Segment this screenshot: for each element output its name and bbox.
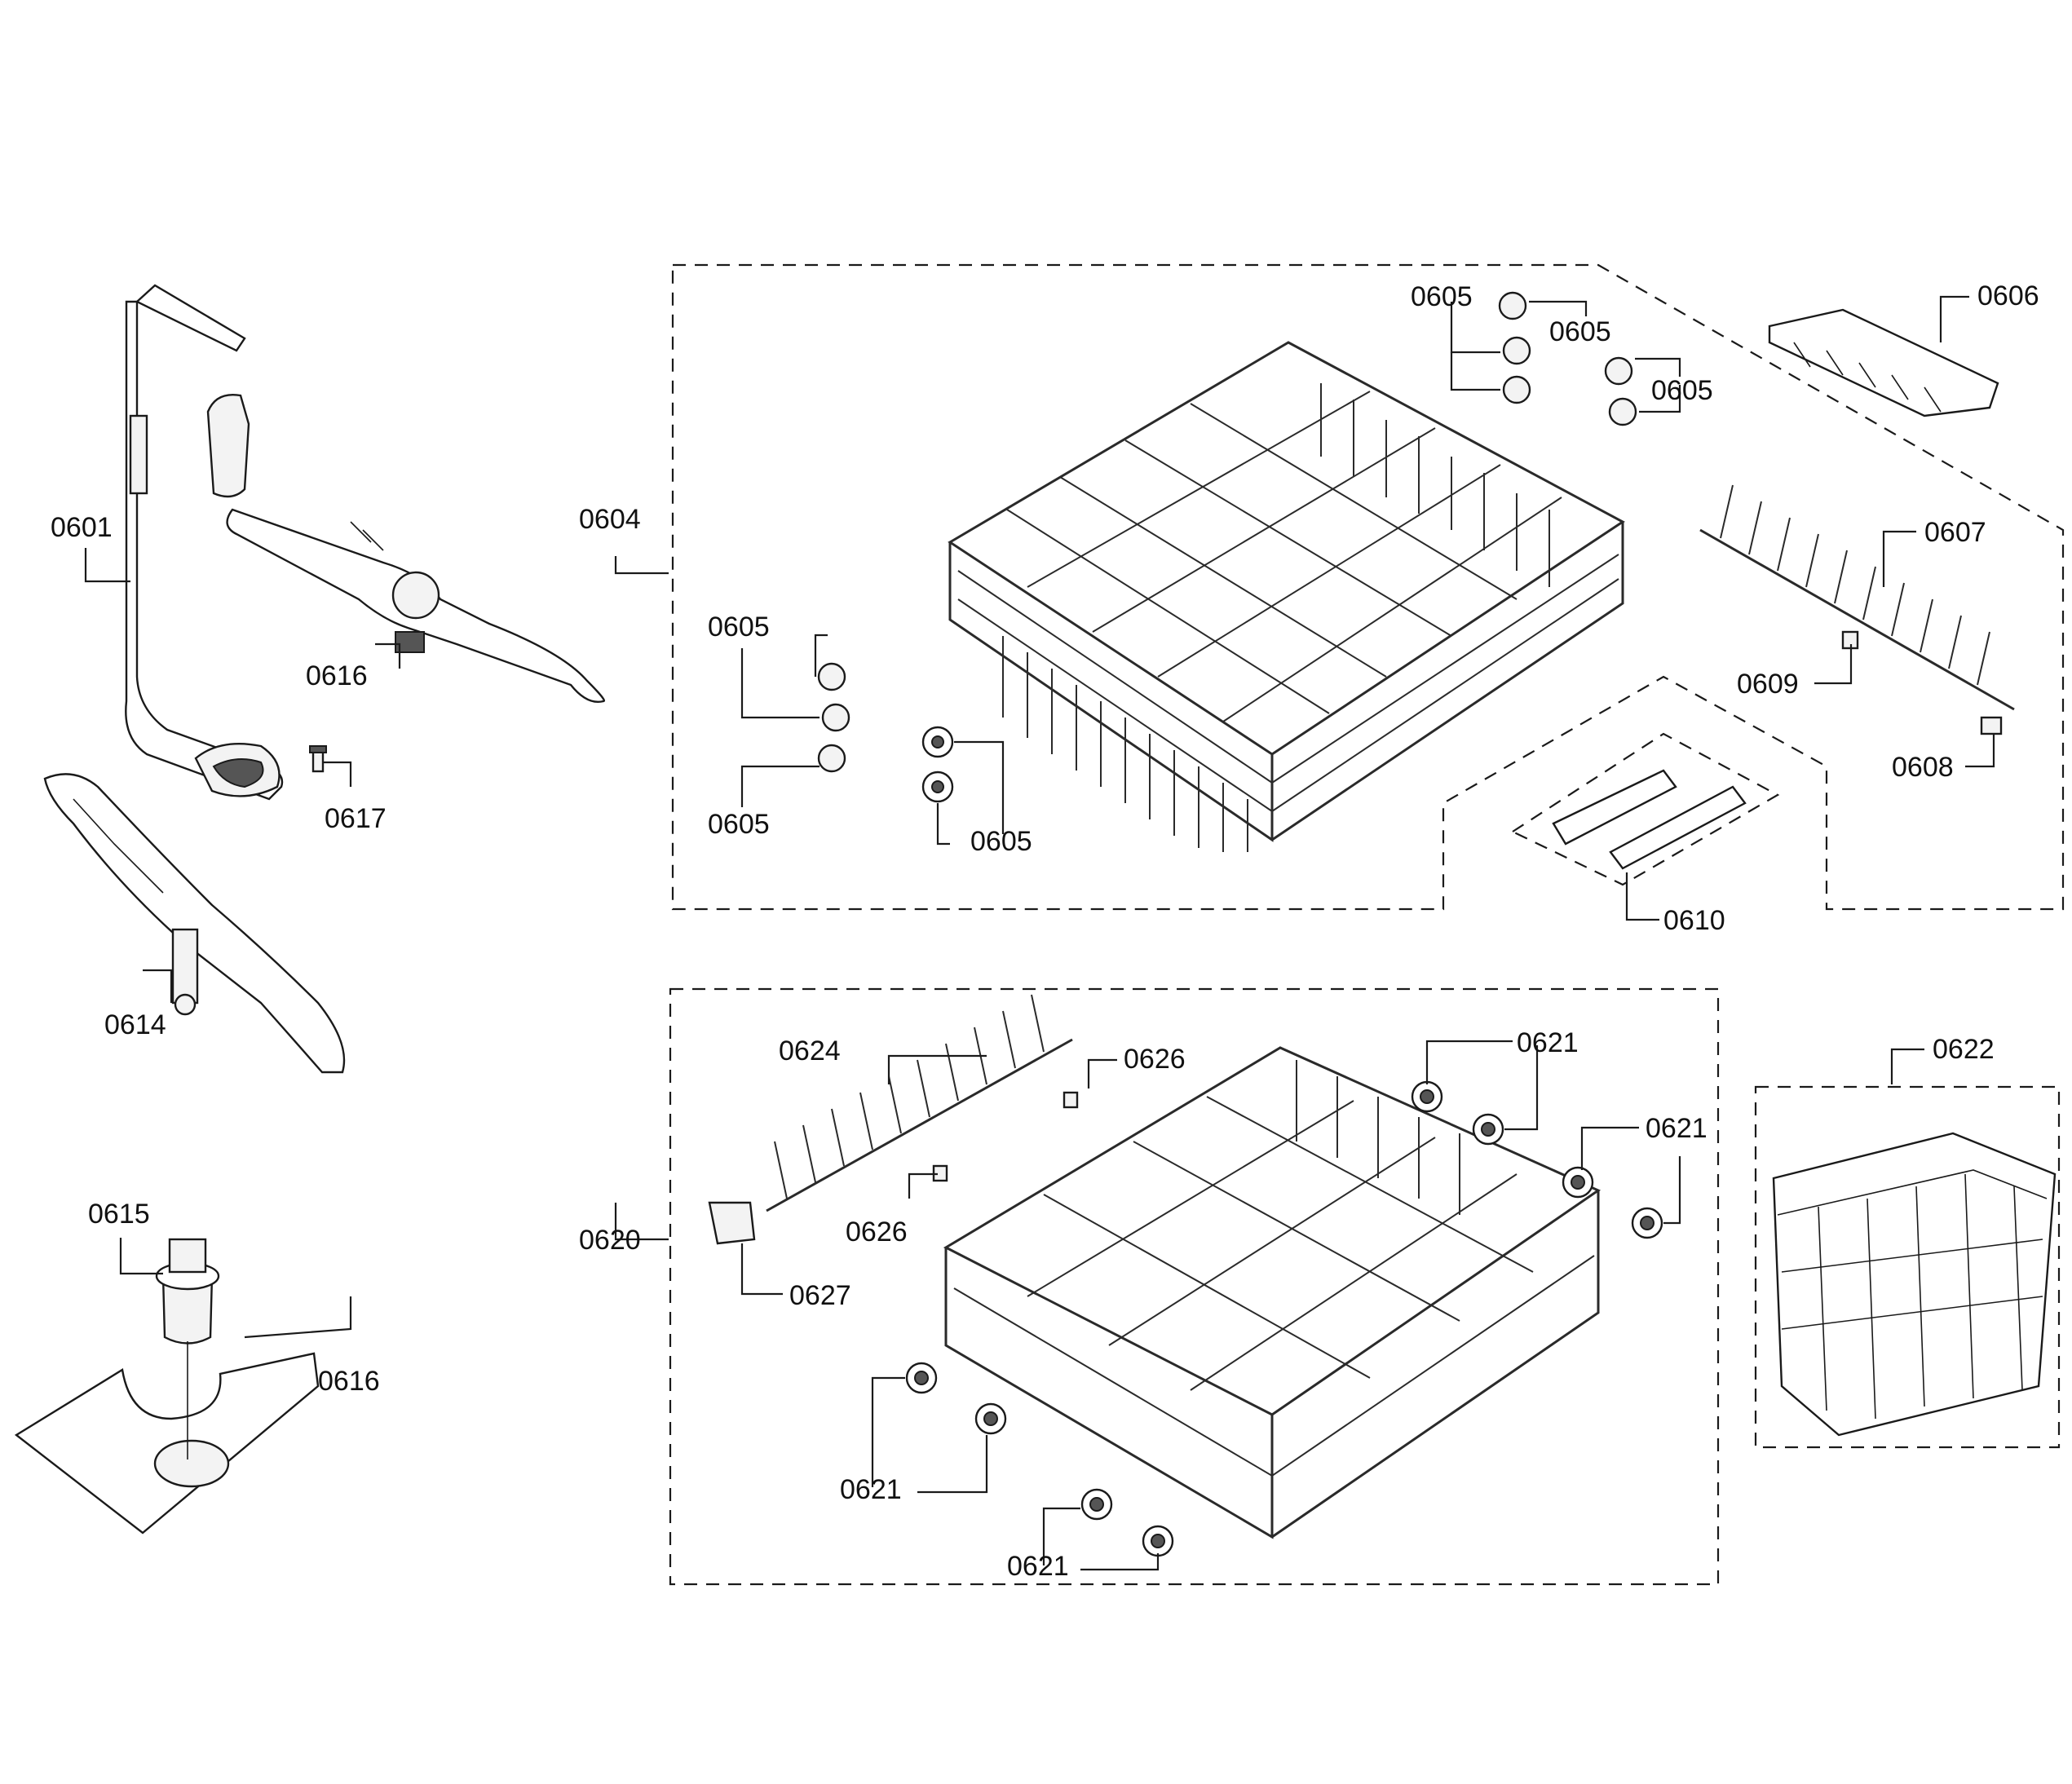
callout-0626-bottom: 0626 (846, 1217, 908, 1247)
callout-0621-bottom-mid: 0621 (1007, 1551, 1069, 1582)
callout-0627: 0627 (789, 1280, 851, 1311)
callout-0621-top-right: 0621 (1646, 1113, 1708, 1144)
leader-lines (84, 295, 1995, 1571)
basket-group-outline (1754, 1085, 2061, 1449)
upper-spray-arm (206, 394, 605, 703)
callout-0621-bottom-left: 0621 (840, 1474, 902, 1505)
callout-0605-left-bottom: 0605 (708, 809, 770, 840)
lower-fold-tines (766, 994, 1073, 1212)
filter-plate (14, 1341, 320, 1535)
lower-rack-wheels (905, 1080, 1663, 1557)
lower-dish-rack (943, 1046, 1601, 1539)
callout-0622: 0622 (1933, 1034, 1995, 1065)
callout-0616-plate: 0616 (318, 1366, 380, 1397)
tine-holder-0627 (708, 1201, 756, 1245)
callout-0608: 0608 (1892, 752, 1954, 783)
callout-0621-top-left: 0621 (1517, 1027, 1579, 1058)
callout-0614: 0614 (104, 1009, 166, 1040)
spray-supply-pipe (125, 284, 284, 801)
callout-0624: 0624 (779, 1036, 841, 1066)
fold-down-tines (1699, 484, 2015, 711)
screw-part (309, 745, 327, 773)
callout-0605-top-mid: 0605 (1549, 316, 1611, 347)
clip-0626-a (1063, 1091, 1079, 1109)
callout-0626-top: 0626 (1124, 1044, 1186, 1075)
callout-0616-spray-arm: 0616 (306, 660, 368, 691)
filter-cylinder (155, 1238, 220, 1345)
callout-0605-left-top: 0605 (708, 612, 770, 643)
callout-0609: 0609 (1737, 669, 1799, 700)
callout-0605-top-left: 0605 (1411, 281, 1473, 312)
callout-0615: 0615 (88, 1199, 150, 1230)
callout-0601: 0601 (51, 512, 113, 543)
callout-0604: 0604 (579, 504, 641, 535)
rack-trim-group-outline (1510, 732, 1780, 886)
callout-0617: 0617 (325, 803, 387, 834)
callout-0605-center: 0605 (970, 826, 1032, 857)
upper-rack-group-outline (671, 263, 2065, 911)
callout-0607: 0607 (1924, 517, 1986, 548)
lower-rack-group-outline (669, 987, 1720, 1586)
rack-trim-pieces (1552, 769, 1747, 870)
lower-spray-arm (43, 773, 346, 1074)
callout-0620: 0620 (579, 1225, 641, 1256)
callout-0605-top-right: 0605 (1651, 375, 1713, 406)
cup-shelf (1768, 308, 1999, 417)
upper-rack-wheels (817, 291, 1637, 803)
clip-0608 (1980, 716, 2003, 735)
upper-dish-rack (948, 341, 1625, 852)
callout-0610: 0610 (1663, 905, 1725, 936)
callout-0606: 0606 (1977, 280, 2039, 311)
silverware-basket (1772, 1132, 2057, 1437)
